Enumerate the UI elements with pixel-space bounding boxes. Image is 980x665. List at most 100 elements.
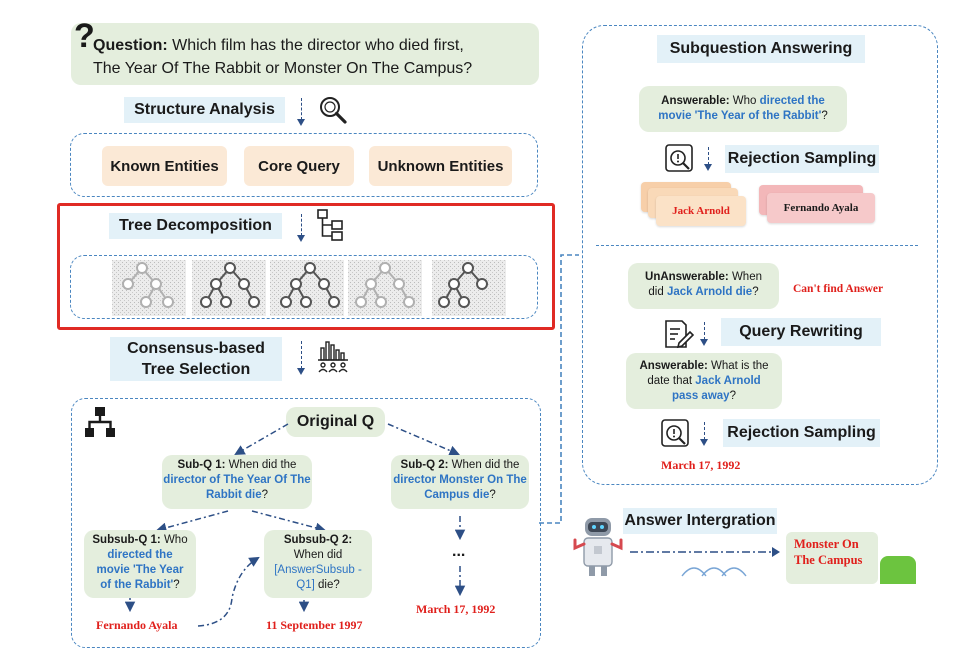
- edge-subq1-subsub1: [155, 510, 229, 533]
- tree-thumb-1: [112, 260, 186, 316]
- answer-march-1992-right: March 17, 1992: [661, 458, 741, 472]
- tree-decomposition-label: Tree Decomposition: [109, 213, 282, 239]
- subquestion-answering-panel: [582, 25, 938, 485]
- search-document-icon: [665, 144, 693, 172]
- unanswerable-label: UnAnswerable:: [645, 271, 729, 283]
- arrow-down: [700, 322, 708, 346]
- arrow-down: [704, 147, 712, 171]
- question-line-2: The Year Of The Rabbit or Monster On The…: [93, 60, 473, 77]
- unanswerable-blue: Jack Arnold die: [666, 286, 753, 298]
- subq1-node: Sub-Q 1: When did the director of The Ye…: [162, 455, 312, 509]
- tree-edges: [124, 423, 466, 627]
- answerable-2-post: ?: [729, 390, 736, 402]
- tree-decomposition-highlight: [57, 203, 555, 330]
- subquestion-answering-label: Subquestion Answering: [657, 35, 865, 63]
- consensus-line-1: Consensus-based: [127, 340, 265, 357]
- final-answer: Monster On The Campus: [794, 536, 862, 568]
- answerable-1-blue: directed the movie 'The Year of the Rabb…: [658, 95, 825, 122]
- query-rewriting-label: Query Rewriting: [721, 318, 881, 346]
- final-answer-box: [786, 532, 878, 584]
- original-q-node: Original Q: [286, 407, 385, 437]
- subq2-pre: When did the: [451, 459, 520, 471]
- arrow-down: [297, 214, 305, 242]
- subsub2-blue: [AnswerSubsub -Q1]: [274, 564, 362, 591]
- magnifier-icon: [320, 97, 347, 124]
- rejection-sampling-2-label: Rejection Sampling: [723, 419, 880, 447]
- question-text: Question: Which film has the director wh…: [93, 34, 472, 80]
- arrow-down: [700, 422, 708, 446]
- connector-tree-to-panel: [539, 254, 579, 524]
- answer-sept-1997: 11 September 1997: [266, 618, 363, 632]
- edge-fernando-subsub2: [197, 556, 260, 627]
- edge-original-subq2: [387, 423, 460, 456]
- subq2-post: ?: [489, 489, 496, 501]
- answerable-1-pre: Who: [732, 95, 757, 107]
- tree-graph-3: [280, 262, 340, 308]
- final-answer-tag: [880, 556, 916, 584]
- candidate-trees-box: [70, 255, 538, 319]
- subsub2-post: die?: [318, 579, 340, 591]
- question-label: Question:: [93, 37, 168, 54]
- subq2-label: Sub-Q 2:: [400, 459, 449, 471]
- voting-chart-icon: [318, 341, 348, 373]
- core-query: Core Query: [244, 146, 354, 186]
- arrow-down: [297, 341, 305, 375]
- answerable-2-box: Answerable: What is the date that Jack A…: [626, 353, 782, 409]
- hierarchy-icon: [317, 209, 343, 241]
- rejection-sampling-1-label: Rejection Sampling: [725, 145, 879, 173]
- final-answer-line-1: Monster On: [794, 537, 859, 551]
- unanswerable-pre: When did: [648, 271, 762, 298]
- subsub2-pre: When did: [293, 549, 343, 561]
- structure-analysis-label: Structure Analysis: [124, 97, 285, 123]
- card-jack-arnold: Jack Arnold: [656, 196, 746, 226]
- tree-graph-4: [355, 262, 415, 308]
- consensus-label: Consensus-based Tree Selection: [110, 337, 282, 381]
- subq1-pre: When did the: [228, 459, 297, 471]
- answer-integration-label: Answer Intergration: [623, 508, 777, 534]
- subq2-node: Sub-Q 2: When did the director Monster O…: [391, 455, 529, 509]
- question-box: ? Question: Which film has the director …: [71, 17, 539, 85]
- answerable-1-post: ?: [821, 110, 828, 122]
- subsub1-label: Subsub-Q 1:: [92, 534, 161, 546]
- subsub2-label: Subsub-Q 2:: [283, 534, 353, 546]
- subsub1-node: Subsub-Q 1: Who directed the movie 'The …: [84, 530, 196, 598]
- answerable-2-blue: Jack Arnold pass away: [672, 375, 761, 402]
- subsub1-pre: Who: [163, 534, 188, 546]
- answerable-1-label: Answerable:: [661, 95, 730, 107]
- subq1-post: ?: [261, 489, 268, 501]
- answer-march-1992-left: March 17, 1992: [416, 602, 496, 616]
- unknown-entities: Unknown Entities: [369, 146, 512, 186]
- question-line-1: Which film has the director who died fir…: [172, 37, 464, 54]
- consensus-line-2: Tree Selection: [141, 361, 251, 378]
- answerable-2-pre: What is the date that: [647, 360, 769, 387]
- question-mark-icon: ?: [74, 17, 95, 55]
- tree-graph-2: [200, 262, 260, 308]
- card-fernando-ayala: Fernando Ayala: [767, 193, 875, 223]
- subq1-label: Sub-Q 1:: [177, 459, 226, 471]
- answer-fernando: Fernando Ayala: [96, 618, 178, 632]
- subq1-blue: director of The Year Of The Rabbit die: [163, 474, 311, 501]
- unanswerable-post: ?: [752, 286, 759, 298]
- answerable-2-label: Answerable:: [639, 360, 708, 372]
- ellipsis: ...: [452, 543, 466, 560]
- subsub1-post: ?: [173, 579, 180, 591]
- panel-divider: [596, 245, 918, 246]
- final-answer-line-2: The Campus: [794, 553, 863, 567]
- integration-arrow: [630, 547, 780, 577]
- edit-document-icon: [665, 320, 694, 349]
- edge-original-subq1: [234, 423, 289, 456]
- robot-icon: [573, 518, 623, 576]
- org-chart-icon: [85, 407, 115, 437]
- entities-box: [70, 133, 538, 197]
- tree-graph-5: [438, 262, 488, 308]
- subsub2-node: Subsub-Q 2: When did [AnswerSubsub -Q1] …: [264, 530, 372, 598]
- candidate-trees: [112, 260, 506, 316]
- search-document-icon: [661, 419, 689, 447]
- answerable-1-box: Answerable: Who directed the movie 'The …: [639, 86, 847, 132]
- subsub1-blue: directed the movie 'The Year of the Rabb…: [96, 549, 184, 591]
- unanswerable-box: UnAnswerable: When did Jack Arnold die?: [628, 263, 779, 309]
- tree-graph-1: [122, 262, 174, 308]
- cant-find-answer: Can't find Answer: [793, 283, 884, 295]
- edge-subq1-subsub2: [251, 510, 327, 533]
- subq2-blue: director Monster On The Campus die: [393, 474, 527, 501]
